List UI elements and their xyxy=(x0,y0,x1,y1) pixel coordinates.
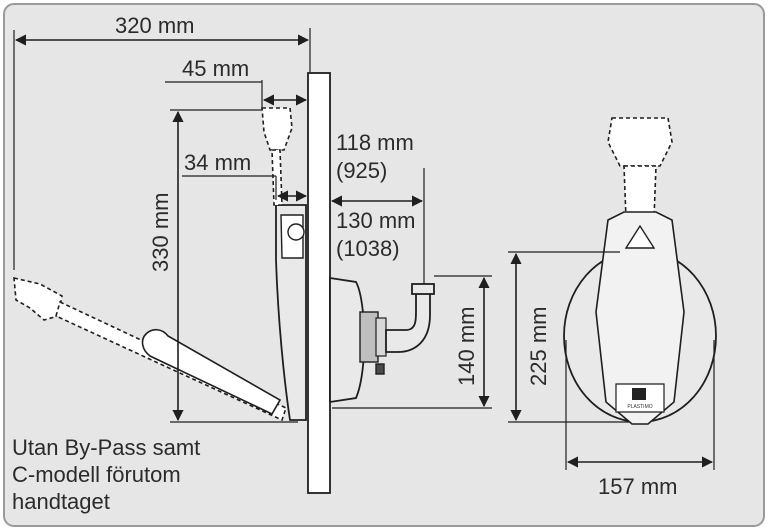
outlet-fitting xyxy=(359,311,379,363)
outlet-nozzle xyxy=(411,283,435,295)
front-handle-grip xyxy=(607,117,673,167)
logo-mark-icon xyxy=(632,388,646,400)
dim-height: 330 mm xyxy=(148,193,173,272)
dim-depth-1038-mm: 130 mm xyxy=(336,208,415,233)
logo-text: PLASTIMO xyxy=(627,404,652,410)
dim-overall-width: 320 mm xyxy=(115,13,194,38)
background-panel xyxy=(3,3,765,527)
dim-depth-1038-model: (1038) xyxy=(336,236,400,261)
dim-outlet-height: 140 mm xyxy=(454,307,479,386)
pump-body-side xyxy=(275,204,307,421)
front-handle-shaft xyxy=(623,165,657,219)
dim-handle-gap: 34 mm xyxy=(184,150,251,175)
dim-front-height: 225 mm xyxy=(526,307,551,386)
dim-front-width: 157 mm xyxy=(598,474,677,499)
handle-upright-grip xyxy=(261,107,293,151)
front-arrow-mark xyxy=(624,224,656,249)
note-line-3: handtaget xyxy=(12,489,110,514)
outlet-collar xyxy=(375,317,387,357)
dim-depth-925-mm: 118 mm xyxy=(336,130,414,155)
bulkhead-plate xyxy=(307,72,331,494)
dim-handle-offset: 45 mm xyxy=(182,56,249,81)
note-line-1: Utan By-Pass samt xyxy=(12,435,200,460)
front-cover xyxy=(595,211,685,425)
handle-swung-grip xyxy=(13,276,63,321)
dim-depth-925-model: (925) xyxy=(336,158,387,183)
drain-plug xyxy=(375,363,385,375)
handle-socket-hole xyxy=(287,223,305,241)
note-line-2: C-modell förutom xyxy=(12,462,181,487)
pump-housing-rear xyxy=(329,276,366,404)
